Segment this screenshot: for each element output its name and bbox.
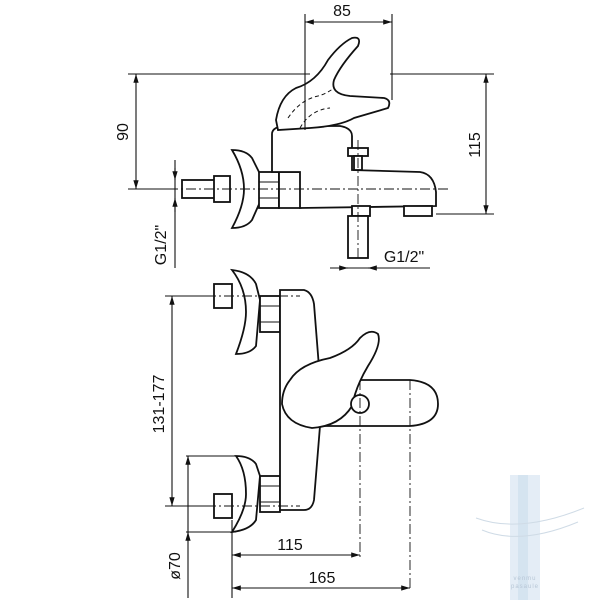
dim-thread-left: G1/2"	[153, 225, 170, 265]
dim-right-height: 115	[467, 132, 484, 158]
watermark-line1: venmu	[513, 576, 536, 582]
top-lever	[281, 330, 380, 429]
top-view	[170, 268, 439, 590]
watermark-line2: pasaule	[511, 584, 539, 590]
dimension-lines	[128, 14, 494, 598]
watermark-logo: venmu pasaule	[475, 475, 585, 600]
side-view	[150, 36, 450, 260]
dim-center-distance: 131-177	[151, 375, 168, 434]
dim-diameter: ø70	[167, 552, 184, 580]
side-connector-hex	[258, 171, 280, 209]
dim-left-height: 90	[115, 123, 132, 141]
top-upper-flange	[229, 268, 261, 355]
dim-width-inner: 115	[277, 537, 303, 554]
side-lever-handle	[275, 36, 391, 131]
side-aerator	[403, 205, 433, 217]
side-main-body	[271, 125, 437, 209]
dimension-labels: 85 90 115 G1/2" G1/2" 131-177 ø70 115 16…	[115, 3, 484, 587]
side-spout-outlet	[351, 205, 371, 217]
top-lower-flange	[230, 455, 261, 534]
dim-width-outer: 165	[309, 570, 336, 587]
dim-thread-outlet: G1/2"	[384, 249, 424, 266]
dim-top-width: 85	[333, 3, 351, 20]
